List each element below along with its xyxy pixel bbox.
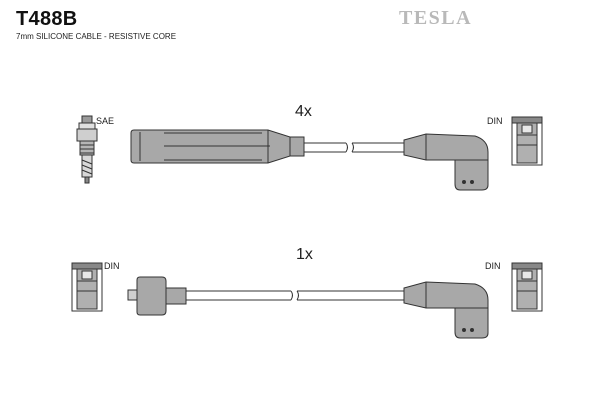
angled-boot-icon	[403, 133, 489, 191]
straight-boot-icon	[130, 129, 305, 164]
bottom-cable	[186, 290, 404, 301]
brand-logo: TESLA	[399, 7, 473, 29]
din-terminal-icon	[71, 262, 103, 312]
angled-boot-icon	[403, 281, 489, 339]
product-description: 7mm SILICONE CABLE - RESISTIVE CORE	[16, 32, 177, 41]
bottom-lead-right-label: DIN	[485, 261, 501, 271]
bottom-lead-left-label: DIN	[104, 261, 120, 271]
din-terminal-icon	[511, 116, 543, 166]
top-lead-right-label: DIN	[487, 116, 503, 126]
part-number: T488B	[16, 8, 78, 30]
spark-plug-icon	[76, 115, 98, 184]
top-lead-quantity: 4x	[295, 103, 312, 120]
din-terminal-icon	[511, 262, 543, 312]
top-cable	[304, 142, 404, 153]
bottom-lead-quantity: 1x	[296, 246, 313, 263]
top-lead-left-label: SAE	[96, 116, 115, 126]
straight-boot-icon	[127, 276, 187, 316]
